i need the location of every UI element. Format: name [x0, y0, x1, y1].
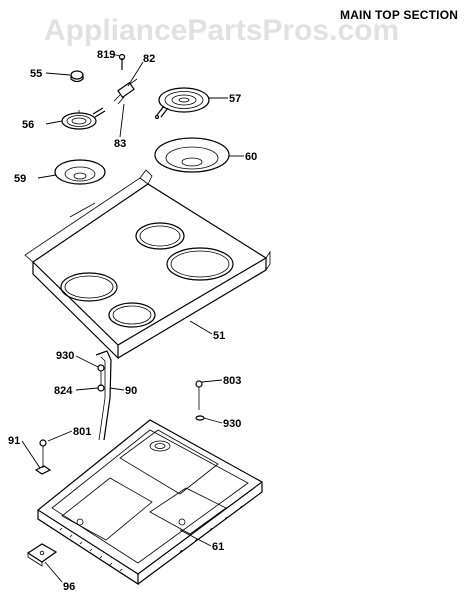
callout-83: 83 [114, 138, 126, 150]
section-title: MAIN TOP SECTION [340, 8, 459, 22]
callout-819: 819 [97, 49, 115, 61]
callout-90: 90 [125, 385, 137, 397]
part-56-small-coil [61, 107, 106, 130]
part-801-91-fasteners [34, 439, 52, 475]
part-59-small-drip-pan [54, 159, 106, 185]
leader-lines [21, 53, 244, 583]
callout-801: 801 [73, 426, 91, 438]
part-930-824-fasteners [97, 364, 105, 392]
callout-61: 61 [212, 541, 224, 553]
callout-91: 91 [8, 435, 20, 447]
part-60-large-drip-pan [154, 137, 230, 173]
callout-930-left: 930 [56, 350, 74, 362]
part-61-burner-box [36, 419, 264, 586]
callout-57: 57 [229, 93, 241, 105]
part-90-support-rod [95, 350, 112, 441]
callout-803: 803 [223, 375, 241, 387]
watermark-text: AppliancePartsPros.com [44, 14, 400, 47]
part-51-main-top [24, 169, 271, 360]
part-55-knob [70, 70, 84, 83]
part-82-receptacle [113, 78, 138, 105]
callout-82: 82 [143, 53, 155, 65]
callout-96: 96 [63, 581, 75, 593]
part-803-930-fasteners [195, 380, 205, 421]
part-819-screw [118, 53, 126, 70]
callout-labels: 819 82 55 57 56 83 59 60 51 930 824 90 8… [8, 49, 257, 593]
part-96-bracket [26, 543, 58, 567]
callout-824: 824 [54, 385, 73, 397]
callout-56: 56 [22, 119, 34, 131]
callout-51: 51 [213, 330, 225, 342]
callout-930-right: 930 [223, 418, 241, 430]
part-57-large-coil [154, 87, 210, 120]
callout-60: 60 [245, 151, 257, 163]
callout-55: 55 [30, 68, 42, 80]
callout-59: 59 [14, 173, 26, 185]
